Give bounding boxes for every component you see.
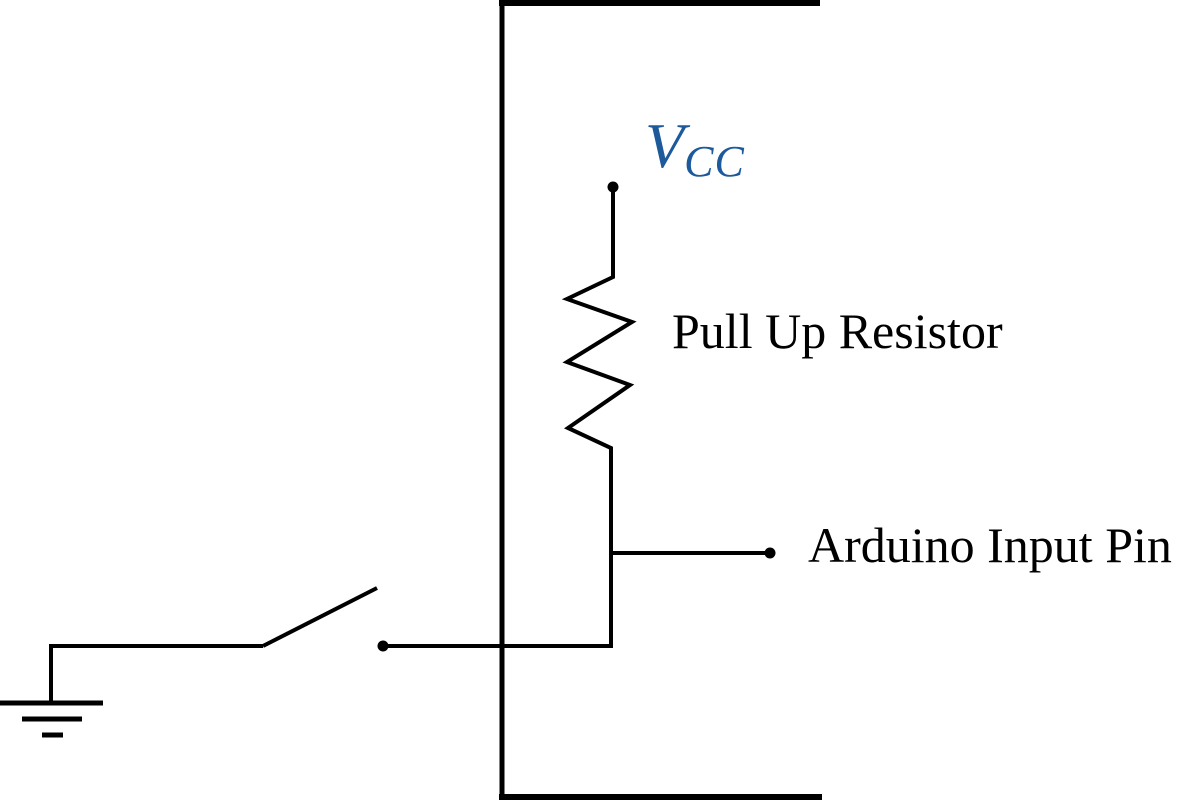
- vcc-label-main: V: [645, 110, 685, 181]
- switch-terminal-dot: [377, 640, 389, 652]
- vcc-label: VCC: [645, 114, 745, 184]
- pull-up-resistor-label: Pull Up Resistor: [672, 303, 1003, 359]
- switch-blade: [262, 586, 378, 648]
- vcc-label-subscript: CC: [684, 137, 745, 186]
- ground-wire: [49, 644, 263, 703]
- input-pin-dot: [764, 547, 776, 559]
- pull-up-resistor-symbol: [561, 190, 637, 646]
- vcc-terminal-dot: [607, 181, 619, 193]
- arduino-input-pin-label: Arduino Input Pin: [808, 517, 1172, 573]
